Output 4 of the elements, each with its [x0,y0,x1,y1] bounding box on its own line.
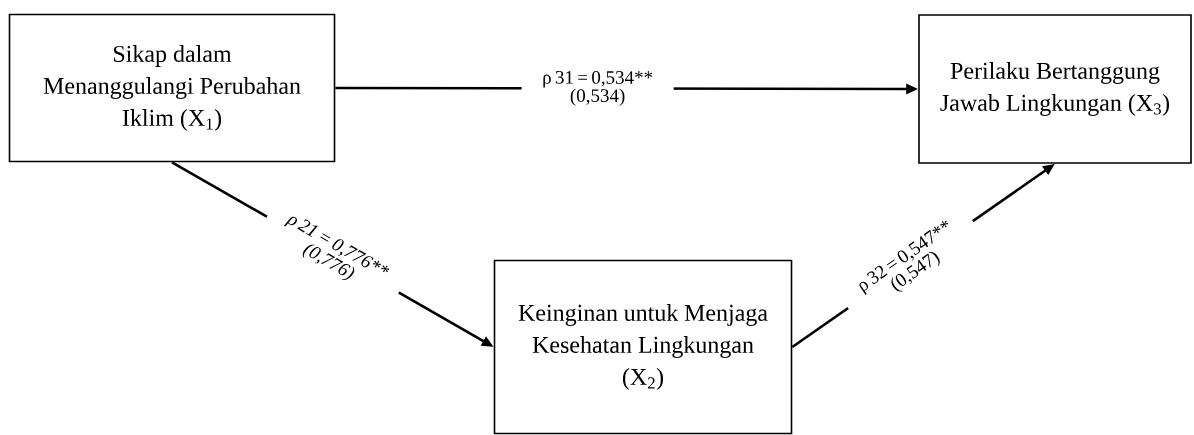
variable-box: Perilaku Bertanggung Jawab Lingkungan (X$_{3}$) [918,14,1192,164]
variable-box: Keinginan untuk Menjaga Kesehatan Lingkungan (X$_{2}$) [493,259,793,435]
variable-box: Sikap dalam Menanggulangi Perubahan Iklim (X$_{1}$) [8,13,336,163]
edge-label: ρ 31 = 0,534** (0,534) [543,71,653,106]
